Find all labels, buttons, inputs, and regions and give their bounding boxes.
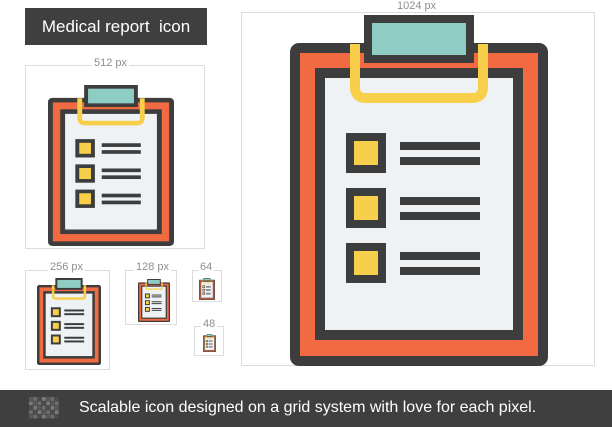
size-label-1024: 1024 px xyxy=(395,0,439,12)
footer-caption: Scalable icon designed on a grid system … xyxy=(79,399,537,416)
clipboard-checklist-icon xyxy=(48,85,174,246)
footer-bar: Scalable icon designed on a grid system … xyxy=(0,390,612,427)
clipboard-checklist-icon xyxy=(138,279,170,322)
size-label-256: 256 px xyxy=(48,261,86,273)
title-badge: Medical report icon xyxy=(25,8,207,45)
pixel-grid-icon xyxy=(29,397,59,419)
size-label-512: 512 px xyxy=(92,57,130,69)
size-label-128: 128 px xyxy=(134,261,172,273)
clipboard-checklist-icon xyxy=(199,278,215,300)
clipboard-checklist-icon xyxy=(203,334,216,352)
clipboard-checklist-icon xyxy=(37,278,101,365)
size-label-48: 48 xyxy=(201,318,218,330)
size-label-64: 64 xyxy=(198,261,215,273)
page-title: Medical report icon xyxy=(41,16,191,36)
clipboard-checklist-icon xyxy=(290,15,548,366)
